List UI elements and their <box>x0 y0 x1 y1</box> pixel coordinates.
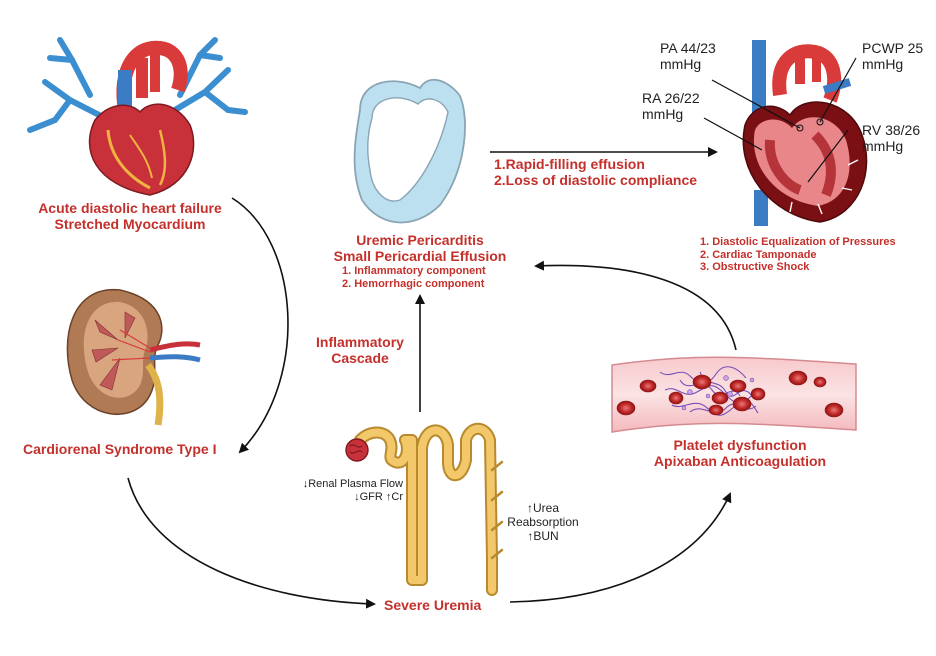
tamponade-item-2: 2. Cardiac Tamponade <box>700 248 817 261</box>
urea-reabsorption-label: ↑Urea Reabsorption ↑BUN <box>496 501 590 543</box>
tamponade-consequences: 1. Diastolic Equalization of Pressures 2… <box>700 236 896 274</box>
ra-pressure-label: RA 26/22 mmHg <box>642 90 700 122</box>
platelet-line2: Apixaban Anticoagulation <box>653 453 827 470</box>
effusion-line2: 2.Loss of diastolic compliance <box>494 172 698 189</box>
tamponade-item-3: 3. Obstructive Shock <box>700 261 810 274</box>
urea-line1: ↑Urea <box>526 501 559 515</box>
ra-line1: RA 26/22 <box>642 90 700 106</box>
tamponade-heart-illustration <box>703 40 868 226</box>
inflammatory-cascade-line2: Cascade <box>331 350 389 367</box>
effusion-arrow-label: 1.Rapid-filling effusion 2.Loss of diast… <box>494 156 697 188</box>
pcwp-line1: PCWP 25 <box>862 40 924 56</box>
ra-line2: mmHg <box>642 106 684 123</box>
arrow-platelet-to-pericarditis <box>534 260 737 351</box>
kidney-illustration <box>66 289 201 426</box>
pa-line1: PA 44/23 <box>660 40 716 56</box>
pcwp-line2: mmHg <box>862 56 904 73</box>
pericarditis-component-1: 1. Inflammatory component <box>342 265 486 277</box>
uremic-pericarditis-line2: Small Pericardial Effusion <box>333 248 507 265</box>
heart-illustration <box>27 37 248 196</box>
rv-line1: RV 38/26 <box>862 122 921 138</box>
heart-failure-label: Acute diastolic heart failure Stretched … <box>30 200 230 232</box>
pa-pressure-label: PA 44/23 mmHg <box>660 40 716 72</box>
effusion-line1: 1.Rapid-filling effusion <box>494 156 645 172</box>
urea-line2: Reabsorption <box>507 514 579 529</box>
blood-vessel-illustration <box>611 356 857 433</box>
renal-flow-line1: ↓Renal Plasma Flow <box>302 478 403 490</box>
arrow-hf-to-crs <box>231 197 289 454</box>
arrow-uremia-to-platelet <box>509 492 732 603</box>
rv-line2: mmHg <box>862 138 904 155</box>
urea-line3: ↑BUN <box>527 528 559 543</box>
platelet-dysfunction-label: Platelet dysfunction Apixaban Anticoagul… <box>620 437 860 469</box>
nephron-illustration <box>345 422 504 596</box>
uremic-pericarditis-line1: Uremic Pericarditis <box>356 232 484 248</box>
renal-flow-label: ↓Renal Plasma Flow ↓GFR ↑Cr <box>293 478 403 503</box>
heart-failure-line2: Stretched Myocardium <box>54 216 206 233</box>
tamponade-item-1: 1. Diastolic Equalization of Pressures <box>700 236 896 248</box>
severe-uremia-label: Severe Uremia <box>384 597 482 613</box>
rv-pressure-label: RV 38/26 mmHg <box>862 122 920 154</box>
uremic-pericarditis-label: Uremic Pericarditis Small Pericardial Ef… <box>312 232 528 264</box>
platelet-line1: Platelet dysfunction <box>673 437 807 453</box>
inflammatory-cascade-label: Inflammatory Cascade <box>312 334 408 366</box>
pcwp-pressure-label: PCWP 25 mmHg <box>862 40 923 72</box>
heart-failure-line1: Acute diastolic heart failure <box>38 200 222 216</box>
renal-flow-line2: ↓GFR ↑Cr <box>354 490 403 503</box>
pericarditis-components: 1. Inflammatory component 2. Hemorrhagic… <box>342 265 486 290</box>
arrow-crs-to-uremia <box>127 477 376 609</box>
cardiorenal-label: Cardiorenal Syndrome Type I <box>23 441 217 457</box>
inflammatory-cascade-line1: Inflammatory <box>316 334 404 350</box>
pa-line2: mmHg <box>660 56 702 73</box>
pericarditis-component-2: 2. Hemorrhagic component <box>342 277 485 290</box>
pericardium-illustration <box>353 78 466 224</box>
